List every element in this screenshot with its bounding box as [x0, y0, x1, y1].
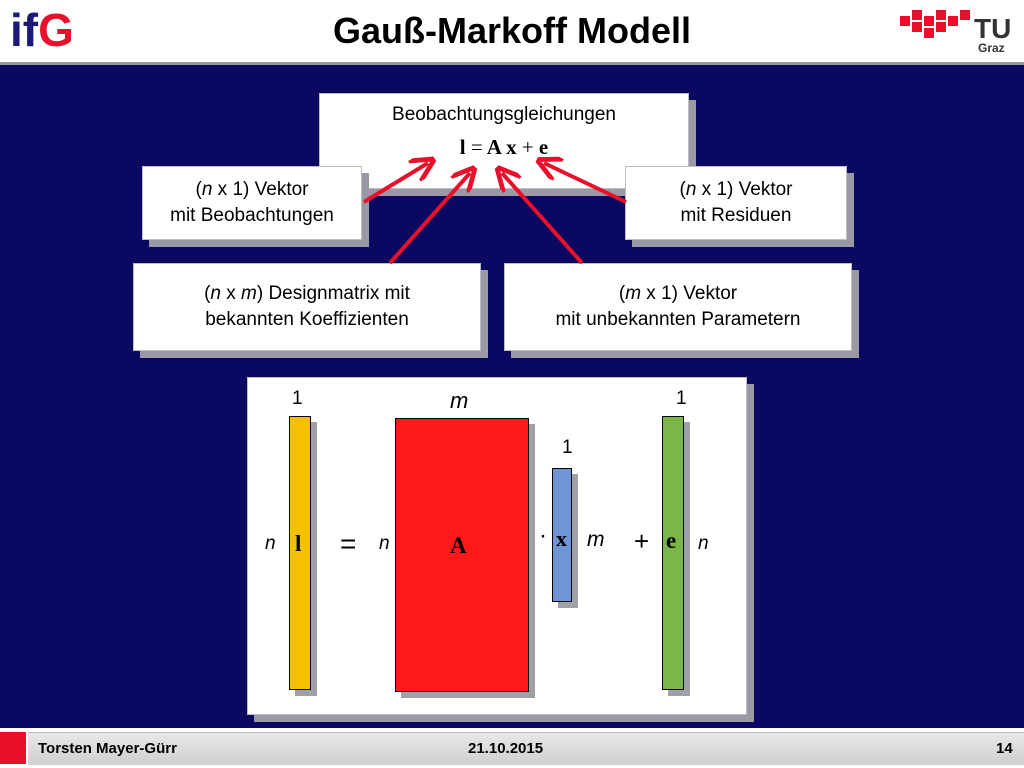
- l-vector-bar: [289, 416, 311, 690]
- tu-graz-logo: TU Graz: [900, 10, 1011, 55]
- footer-bar: [28, 732, 1024, 765]
- observation-equations-heading: Beobachtungsgleichungen: [392, 104, 616, 125]
- footer-author: Torsten Mayer-Gürr: [38, 740, 177, 757]
- slide-header: ifG Gauß-Markoff Modell TU Graz: [0, 0, 1024, 65]
- plus-sign: +: [634, 526, 650, 556]
- x-symbol: x: [556, 526, 567, 551]
- matrix-dimension-diagram: 1 n l = m n A 1 · x m + 1 e n: [247, 377, 747, 715]
- design-matrix-box: (n x m) Designmatrix mit bekannten Koeff…: [133, 263, 481, 351]
- A-symbol: A: [450, 533, 467, 558]
- slide-title: Gauß-Markoff Modell: [333, 10, 691, 51]
- observations-vector-box: (n x 1) Vektor mit Beobachtungen: [142, 166, 362, 240]
- slide-footer: Torsten Mayer-Gürr 21.10.2015 14: [0, 728, 1024, 768]
- e-symbol: e: [666, 528, 677, 553]
- x-side-label: m: [587, 528, 605, 551]
- ifg-logo: ifG: [10, 4, 74, 56]
- A-side-label: n: [379, 533, 390, 554]
- A-matrix-bar: [395, 418, 529, 692]
- e-side-label: n: [698, 533, 709, 554]
- l-symbol: l: [295, 531, 302, 556]
- model-equation: l = A x + e: [459, 135, 549, 159]
- x-top-label: 1: [562, 437, 573, 458]
- equals-sign: =: [340, 528, 357, 559]
- footer-accent: [0, 732, 26, 764]
- e-top-label: 1: [676, 388, 687, 409]
- l-top-label: 1: [292, 388, 303, 409]
- l-side-label: n: [265, 533, 276, 554]
- dot-operator: ·: [539, 522, 547, 549]
- e-vector-bar: [662, 416, 684, 690]
- footer-page-number: 14: [996, 740, 1013, 757]
- svg-text:Graz: Graz: [978, 41, 1005, 55]
- parameters-vector-box: (m x 1) Vektor mit unbekannten Parameter…: [504, 263, 852, 351]
- residuals-vector-box: (n x 1) Vektor mit Residuen: [625, 166, 847, 240]
- A-top-label: m: [450, 388, 469, 413]
- svg-text:TU: TU: [974, 13, 1011, 44]
- x-vector-bar: [552, 468, 572, 602]
- footer-date: 21.10.2015: [468, 740, 544, 757]
